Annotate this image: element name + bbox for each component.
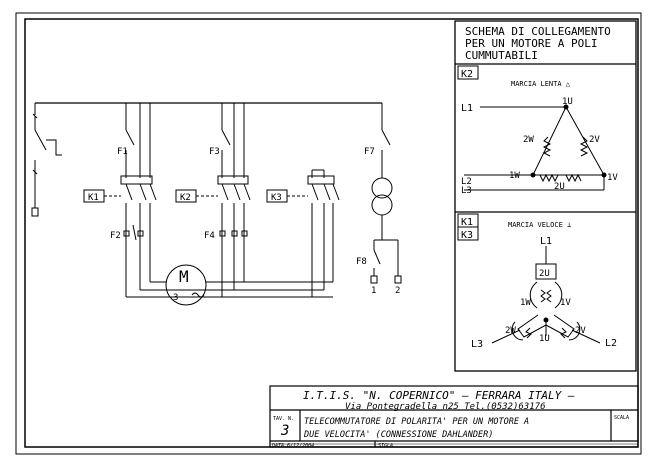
fuse-f4: F4 [204,231,215,241]
fast-l1: L1 [540,236,552,247]
output-1: 1 [371,286,376,296]
slow-1u: 1U [562,97,573,107]
motor-symbol: M [179,267,189,286]
slow-2u: 2U [554,182,565,192]
fuse-f2: F2 [110,231,121,241]
fuse-f7: F7 [364,147,375,157]
scale-label: SCALA [614,415,629,421]
description-line-1: TELECOMMUTATORE DI POLARITA' PER UN MOTO… [304,417,529,427]
tav-number: 3 [280,423,289,439]
tav-label: TAV. N. [273,416,294,422]
coil-k3: K3 [271,193,282,203]
slow-l2: L2 [461,177,472,187]
sign-label: SIGLA [378,443,393,449]
fast-1w: 1W [520,298,531,308]
title-block [269,385,639,448]
delta-winding-diagram [464,104,607,191]
fast-heading: MARCIA VELOCE ⊥ [508,221,571,229]
school-address: Via Pontegradella n25 Tel.(0532)63176 [345,402,545,412]
fast-1u: 1U [539,334,550,344]
fast-2u: 2U [539,269,550,279]
fast-l3: L3 [471,339,483,350]
star-winding-diagram [491,246,601,344]
slow-heading: MARCIA LENTA △ [511,80,571,88]
title-line-2: PER UN MOTORE A POLI [465,37,597,50]
title-line-1: SCHEMA DI COLLEGAMENTO [465,25,611,38]
fast-2v: 2V [575,326,586,336]
slow-l1: L1 [461,103,473,114]
slow-2w: 2W [523,135,534,145]
slow-l3: L3 [461,186,472,196]
fuse-f8: F8 [356,257,367,267]
output-2: 2 [395,286,400,296]
motor-phase: 3 [173,293,178,303]
fuse-f3: F3 [209,147,220,157]
slow-contactor-label: K2 [461,69,473,80]
connection-panel: SCHEMA DI COLLEGAMENTO PER UN MOTORE A P… [454,20,637,372]
fuse-f1: F1 [117,147,128,157]
description-line-2: DUE VELOCITA' (CONNESSIONE DAHLANDER) [303,430,493,440]
slow-1v: 1V [607,173,618,183]
fast-contactor-k3: K3 [461,230,473,241]
outer-frame [15,12,642,455]
coil-k2: K2 [180,193,191,203]
drawing-date: DATA 6/12/2004 [271,443,314,449]
fast-contactor-k1: K1 [461,217,473,228]
slow-1w: 1W [509,171,520,181]
power-schematic [31,102,402,306]
slow-2v: 2V [589,135,600,145]
coil-k1: K1 [88,193,99,203]
school-name: I.T.I.S. "N. COPERNICO" — FERRARA ITALY … [303,389,575,402]
fast-l2: L2 [605,338,617,349]
fast-2w: 2W [505,326,516,336]
fast-1v: 1V [560,298,571,308]
title-line-3: CUMMUTABILI [465,49,538,62]
